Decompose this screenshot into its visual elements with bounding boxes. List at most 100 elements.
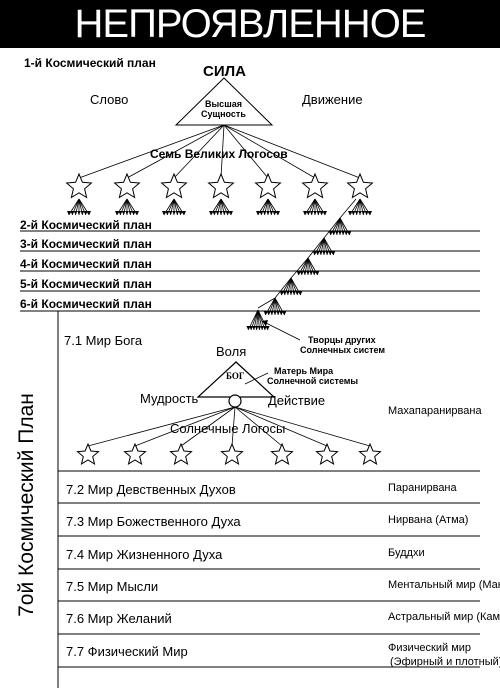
world-4-label: 7.4 Мир Жизненного Духа <box>66 547 223 562</box>
arrowhead-icon <box>179 211 183 215</box>
solar-logos-label: Солнечные Логосы <box>170 421 286 436</box>
will-label: Воля <box>216 344 247 359</box>
great-logos-star-icon <box>346 172 374 199</box>
chain-ray <box>339 217 350 236</box>
mother-pointer <box>244 372 269 385</box>
world-1-label: 7.1 Мир Бога <box>64 333 143 348</box>
arrowhead-icon <box>319 251 323 255</box>
arrowhead-icon <box>269 211 274 215</box>
chain-line <box>257 297 276 309</box>
great-logos-star-icon <box>113 172 141 199</box>
solar-branch-line <box>180 406 236 447</box>
arrowhead-icon <box>229 211 233 215</box>
branch-line <box>126 124 225 179</box>
creators-line2: Солнечных систем <box>300 345 386 355</box>
arrowhead-icon <box>309 211 314 215</box>
arrowhead-icon <box>219 211 223 215</box>
chain-ray <box>281 277 292 296</box>
branch-line <box>78 124 225 179</box>
branch-line <box>223 124 361 179</box>
mother-line1: Матерь Мира <box>274 366 334 376</box>
star-ray <box>267 198 279 216</box>
arrowhead-icon <box>348 211 352 215</box>
arrowhead-icon <box>315 271 320 275</box>
arrowhead-icon <box>296 271 301 275</box>
star-ray <box>163 198 175 216</box>
arrowhead-icon <box>289 291 293 295</box>
arrowhead-icon <box>266 211 270 215</box>
action-label: Действие <box>268 393 326 408</box>
star-ray <box>68 198 80 216</box>
arrowhead-icon <box>312 271 317 275</box>
arrowhead-icon <box>316 211 321 215</box>
star-ray <box>257 198 269 216</box>
great-logos-star-icon <box>207 172 235 199</box>
world-mother-circle <box>228 394 242 408</box>
solar-branch-line <box>231 406 236 447</box>
arrowhead-icon <box>260 326 264 330</box>
arrowhead-icon <box>273 311 277 315</box>
solar-branch-line <box>234 406 283 447</box>
arrowhead-icon <box>172 211 176 215</box>
chain-line <box>307 237 325 259</box>
plan-1-label: 1-й Космический план <box>24 56 156 70</box>
solar-logos-star-icon <box>220 442 244 465</box>
world-7-right: Физический мир <box>388 642 472 654</box>
force-label: СИЛА <box>203 63 246 80</box>
chain-line <box>339 198 357 219</box>
arrowhead-icon <box>338 231 342 235</box>
chain-ray <box>330 217 341 236</box>
star-ray <box>116 198 128 216</box>
arrowhead-icon <box>215 211 220 215</box>
arrowhead-icon <box>263 311 268 315</box>
creators-line1: Творцы других <box>308 335 376 345</box>
supreme-being-line2: Сущность <box>201 109 246 119</box>
arrowhead-icon <box>331 251 336 255</box>
arrowhead-icon <box>165 211 169 215</box>
branch-line <box>220 124 225 179</box>
arrowhead-icon <box>322 251 326 255</box>
star-ray <box>126 198 138 216</box>
arrowhead-icon <box>135 211 139 215</box>
arrowhead-icon <box>259 211 263 215</box>
page-title: НЕПРОЯВЛЕННОЕ <box>74 2 427 46</box>
god-label: БОГ <box>226 371 245 381</box>
arrowhead-icon <box>341 231 345 235</box>
great-logos-star-icon <box>160 172 188 199</box>
arrowhead-icon <box>286 291 290 295</box>
arrowhead-icon <box>77 211 81 215</box>
seven-logos-label: Семь Великих Логосов <box>150 147 288 161</box>
arrowhead-icon <box>295 291 300 295</box>
branch-line <box>223 124 269 179</box>
arrowhead-icon <box>222 211 227 215</box>
arrowhead-icon <box>315 251 320 255</box>
title-banner <box>0 0 500 48</box>
arrowhead-icon <box>328 251 333 255</box>
chain-line <box>290 257 309 279</box>
arrowhead-icon <box>312 251 317 255</box>
arrowhead-icon <box>128 211 133 215</box>
arrowhead-icon <box>212 211 216 215</box>
arrowhead-icon <box>282 291 287 295</box>
world-4-right: Буддхи <box>388 547 425 559</box>
arrowhead-icon <box>257 326 262 330</box>
arrowhead-icon <box>175 211 180 215</box>
great-logos-star-icon <box>254 172 282 199</box>
plan-4-label: 4-й Космический план <box>20 257 152 271</box>
solar-logos-star-icon <box>76 442 100 465</box>
arrowhead-icon <box>335 231 339 235</box>
great-logos-star-icon <box>65 172 93 199</box>
arrowhead-icon <box>70 211 74 215</box>
arrowhead-icon <box>67 211 71 215</box>
chain-ray <box>298 257 309 276</box>
arrowhead-icon <box>266 326 270 330</box>
chain-ray <box>290 277 301 296</box>
arrowhead-icon <box>209 211 213 215</box>
chain-line <box>323 217 341 239</box>
arrowhead-icon <box>306 211 310 215</box>
world-5-label: 7.5 Мир Мысли <box>66 579 159 594</box>
great-logos-star-icon <box>301 172 329 199</box>
arrowhead-icon <box>252 326 256 330</box>
arrowhead-icon <box>303 271 307 275</box>
